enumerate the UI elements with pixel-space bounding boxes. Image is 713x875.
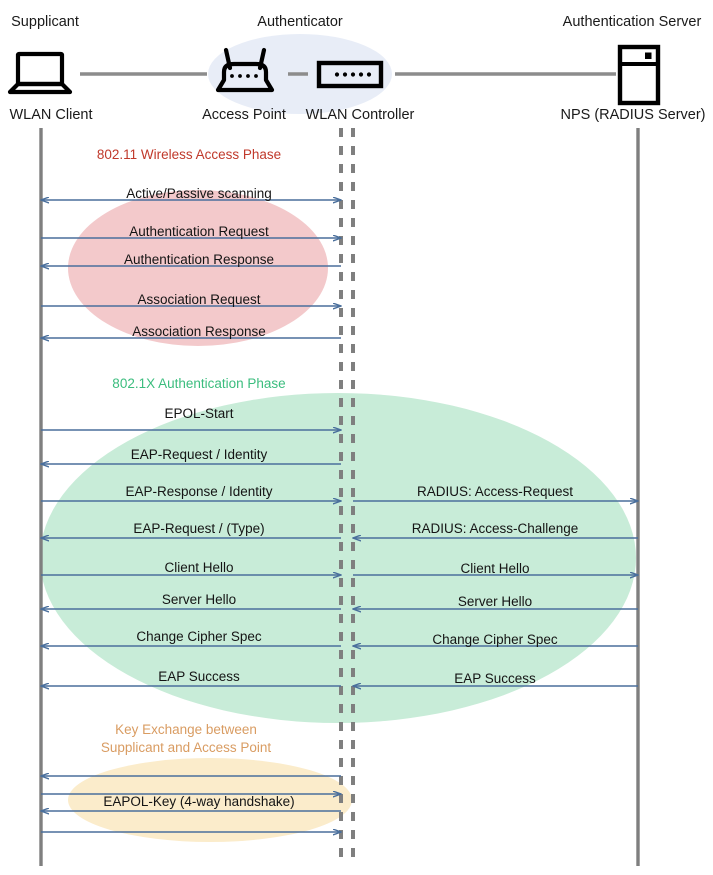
message-right-label: RADIUS: Access-Request	[416, 484, 574, 499]
message-left-label: Server Hello	[161, 592, 237, 607]
actor-device-wlan-controller: WLAN Controller	[305, 107, 415, 123]
message-right-label: RADIUS: Access-Challenge	[411, 521, 579, 536]
message-left-label: EAP-Request / Identity	[130, 447, 268, 462]
access-point-leds	[230, 74, 258, 78]
message-left-label: EAP-Response / Identity	[125, 484, 273, 499]
phase-label-wireless-access: 802.11 Wireless Access Phase	[96, 147, 282, 162]
phase-label-dot1x: 802.1X Authentication Phase	[112, 376, 286, 391]
actor-device-access-point: Access Point	[202, 107, 286, 123]
actor-role-supplicant: Supplicant	[11, 14, 79, 30]
message-right-label: Change Cipher Spec	[432, 632, 558, 647]
network-switch-icon	[316, 60, 384, 89]
actor-device-wlan-client: WLAN Client	[9, 107, 93, 123]
phase-label-key-exchange-line2: Supplicant and Access Point	[100, 740, 272, 755]
message-left-label: Change Cipher Spec	[136, 629, 262, 644]
message-right-label: Client Hello	[460, 561, 530, 576]
message-left-label: EAP Success	[158, 669, 240, 684]
server-rack-icon	[617, 44, 661, 106]
phase-ellipse-dot1x	[40, 393, 636, 723]
laptop-icon	[7, 51, 73, 95]
wireless-access-point-icon	[215, 47, 275, 93]
actor-role-authenticator: Authenticator	[257, 14, 343, 30]
message-left-label: EAPOL-Key (4-way handshake)	[103, 794, 295, 809]
message-arrows-right-group	[353, 501, 638, 686]
actor-device-nps-server: NPS (RADIUS Server)	[560, 107, 706, 123]
message-right-label: EAP Success	[454, 671, 536, 686]
message-arrows-left-group	[41, 200, 341, 832]
phase-ellipse-wireless-access	[68, 190, 328, 346]
message-left-label: Client Hello	[164, 560, 234, 575]
message-right-label: Server Hello	[457, 594, 533, 609]
message-left-label: Authentication Response	[123, 252, 275, 267]
message-left-label: EPOL-Start	[164, 406, 234, 421]
message-left-label: EAP-Request / (Type)	[133, 521, 265, 536]
message-left-label: Authentication Request	[129, 224, 269, 239]
message-left-label: Association Request	[137, 292, 261, 307]
message-left-label: Association Response	[132, 324, 266, 339]
message-left-label: Active/Passive scanning	[126, 186, 272, 201]
phase-ellipse-key-exchange	[68, 758, 352, 842]
actor-role-auth-server: Authentication Server	[562, 14, 702, 30]
phase-label-key-exchange-line1: Key Exchange between	[115, 722, 257, 737]
